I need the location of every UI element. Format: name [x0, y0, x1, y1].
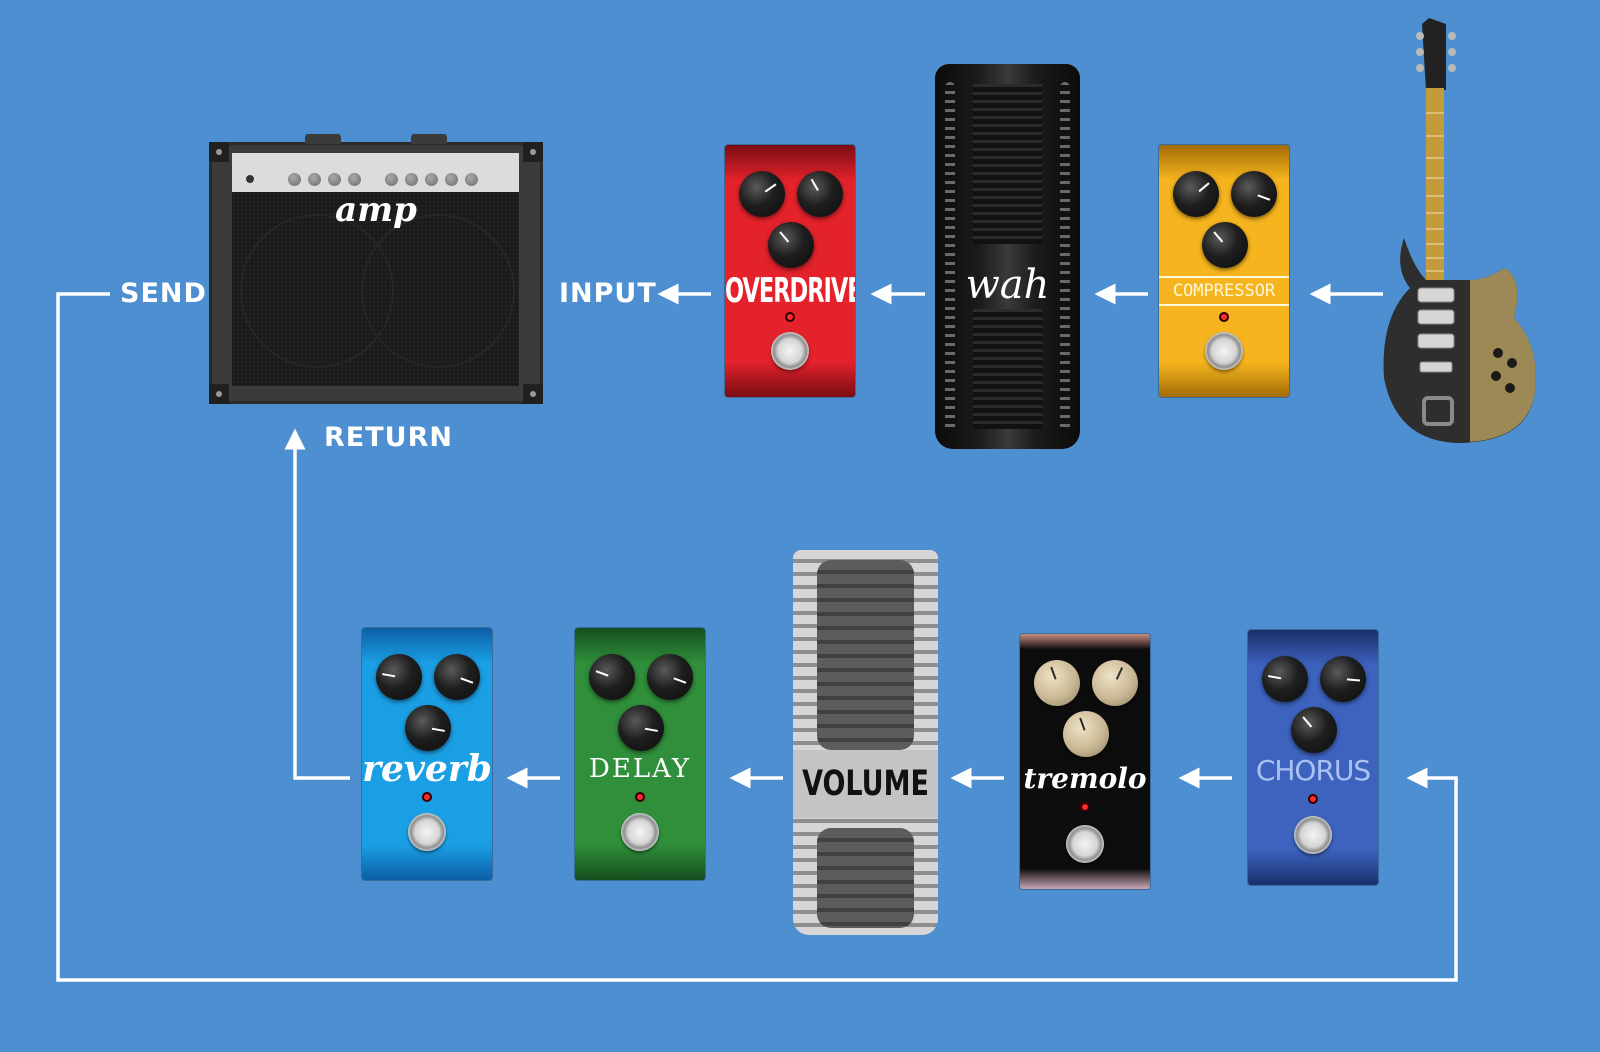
amp-logo: amp [335, 190, 417, 230]
chorus-label: CHORUS [1255, 754, 1371, 787]
send-label: SEND [120, 278, 207, 309]
volume-pedal[interactable]: VOLUME [793, 550, 938, 935]
amp-speaker-grille [232, 192, 519, 386]
volume-label: VOLUME [802, 764, 929, 805]
wah-pedal[interactable]: wah [935, 64, 1080, 449]
chorus-pedal[interactable]: CHORUS [1248, 630, 1378, 885]
reverb-pedal[interactable]: reverb [362, 628, 492, 880]
send-loop-line [56, 292, 1458, 982]
tremolo-label: tremolo [1023, 762, 1147, 795]
amplifier: amp [209, 134, 543, 404]
tremolo-pedal[interactable]: tremolo [1020, 634, 1150, 889]
delay-pedal[interactable]: DELAY [575, 628, 705, 880]
input-label: INPUT [559, 278, 657, 309]
compressor-pedal[interactable]: COMPRESSOR [1159, 145, 1289, 397]
amp-control-panel [232, 153, 519, 192]
return-label: RETURN [324, 422, 453, 453]
reverb-label: reverb [362, 748, 492, 790]
return-line [284, 428, 350, 780]
overdrive-label: OVERDRIVE [725, 271, 855, 311]
guitar-icon [1383, 18, 1536, 443]
input-jack-icon [246, 175, 254, 183]
wah-label: wah [965, 262, 1050, 308]
delay-label: DELAY [589, 754, 691, 784]
compressor-label: COMPRESSOR [1159, 276, 1289, 306]
overdrive-pedal[interactable]: OVERDRIVE [725, 145, 855, 397]
